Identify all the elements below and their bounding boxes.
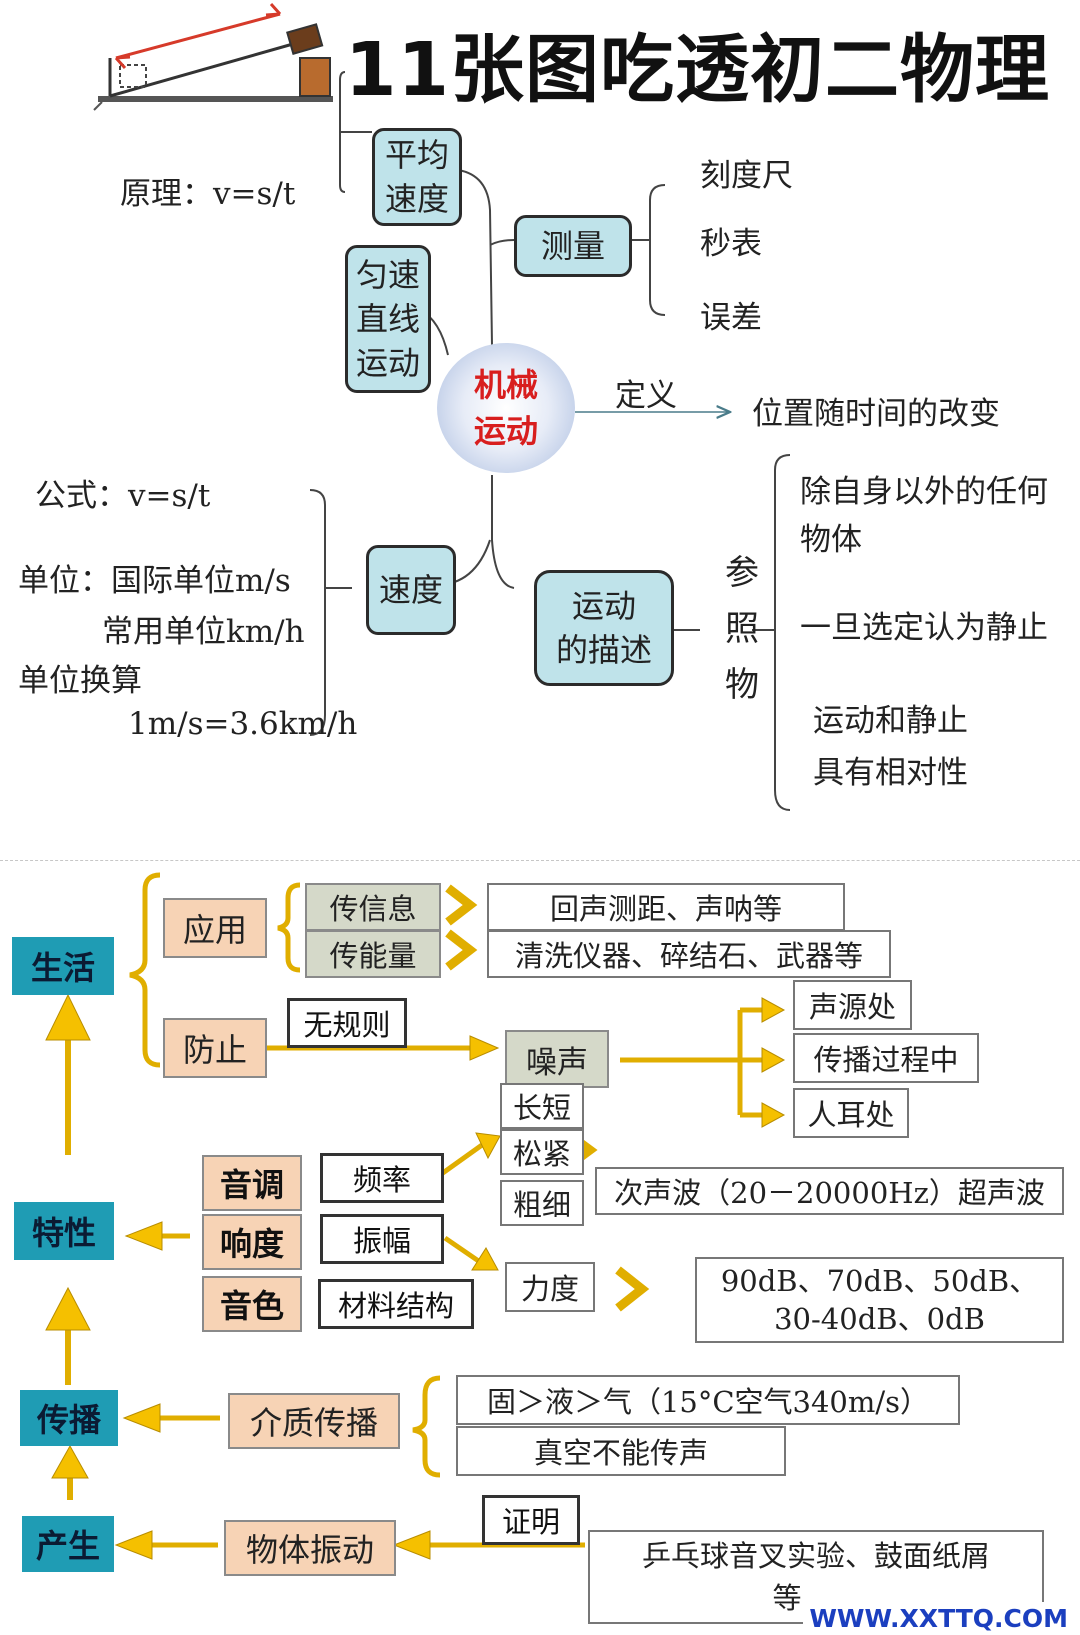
unit-common: 常用单位km/h (102, 614, 305, 650)
reference-item1-line1: 除自身以外的任何 (800, 474, 1048, 510)
info-examples-box: 回声测距、声呐等 (487, 883, 845, 931)
decibel-levels-box: 90dB、70dB、50dB、 30-40dB、0dB (695, 1257, 1064, 1343)
string-thickness-box: 粗细 (500, 1180, 584, 1226)
speed-formula: 公式：v=s/t (35, 478, 211, 514)
noise-control-ear: 人耳处 (793, 1088, 909, 1138)
pitch-box: 音调 (202, 1155, 302, 1211)
timbre-box: 音色 (202, 1276, 302, 1332)
experiments-line1: 乒乓球音叉实验、鼓面纸屑 (641, 1539, 990, 1573)
measure-node: 测量 (514, 215, 632, 277)
header-propagation: 传播 (20, 1390, 118, 1446)
frequency-label: 频率 (320, 1153, 444, 1203)
header-characteristics: 特性 (14, 1202, 114, 1260)
motion-description-node: 运动的描述 (534, 570, 674, 686)
site-watermark: WWW.XXTTQ.COM (803, 1602, 1074, 1635)
noise-box: 噪声 (505, 1030, 609, 1088)
proof-label: 证明 (482, 1495, 580, 1545)
section-divider (0, 860, 1080, 861)
uniform-motion-node: 匀速 直线 运动 (345, 245, 431, 393)
noise-control-path: 传播过程中 (793, 1033, 979, 1083)
unit-conversion-value: 1m/s=3.6km/h (128, 706, 358, 742)
measure-label: 测量 (540, 227, 605, 265)
header-production: 产生 (22, 1516, 114, 1572)
transmit-energy-box: 传能量 (305, 930, 441, 978)
energy-examples-box: 清洗仪器、碎结石、武器等 (487, 930, 891, 978)
reference-char3: 物 (725, 665, 759, 705)
speed-node: 速度 (366, 545, 456, 635)
central-topic: 机械运动 (437, 343, 575, 473)
uniform-motion-line3: 运动 (355, 344, 420, 382)
reference-object-label: 参 照 物 (722, 545, 762, 713)
avg-speed-node: 平均速度 (372, 128, 462, 226)
decibel-line1: 90dB、70dB、50dB、 (720, 1264, 1039, 1298)
measure-item-ruler: 刻度尺 (700, 158, 793, 194)
central-topic-line2: 运动 (473, 412, 538, 450)
uniform-motion-line1: 匀速 (355, 256, 420, 294)
reference-char1: 参 (725, 553, 759, 593)
reference-item1-line2: 物体 (800, 522, 862, 558)
motion-description-line2: 的描述 (555, 631, 652, 669)
reference-item-static: 一旦选定认为静止 (800, 610, 1048, 646)
string-length-box: 长短 (500, 1083, 584, 1129)
material-structure-label: 材料结构 (318, 1279, 474, 1329)
speed-order-box: 固＞液＞气（15°C空气340m/s） (456, 1375, 960, 1425)
reference-char2: 照 (725, 609, 759, 649)
application-box: 应用 (163, 898, 267, 958)
header-life: 生活 (12, 937, 114, 995)
sound-diagram-arrows (45, 872, 786, 1560)
irregular-label: 无规则 (287, 998, 407, 1048)
vacuum-box: 真空不能传声 (456, 1426, 786, 1476)
unit-international: 单位：国际单位m/s (18, 563, 291, 599)
speed-label: 速度 (378, 571, 443, 609)
avg-speed-line1: 平均 (384, 136, 449, 174)
page-title: 11张图吃透初二物理 (345, 27, 1050, 113)
object-vibration-box: 物体振动 (224, 1520, 396, 1576)
incline-illustration (93, 2, 333, 111)
measure-item-error: 误差 (700, 300, 762, 336)
motion-description-line1: 运动 (571, 587, 636, 625)
reference-item-any-object: 除自身以外的任何 物体 (800, 468, 1048, 564)
definition-label: 定义 (615, 378, 677, 414)
definition-text: 位置随时间的改变 (752, 396, 1000, 432)
avg-speed-line2: 速度 (384, 180, 449, 218)
reference-item3-line2: 具有相对性 (813, 755, 968, 791)
reference-item3-line1: 运动和静止 (813, 703, 968, 739)
noise-control-source: 声源处 (793, 980, 912, 1030)
central-topic-line1: 机械 (473, 366, 538, 404)
amplitude-label: 振幅 (320, 1214, 444, 1264)
principle-text: 原理：v=s/t (120, 176, 296, 212)
medium-propagation-box: 介质传播 (228, 1393, 400, 1449)
force-box: 力度 (505, 1262, 595, 1312)
loudness-box: 响度 (202, 1214, 302, 1270)
string-tightness-box: 松紧 (500, 1129, 584, 1175)
unit-conversion-label: 单位换算 (18, 663, 142, 699)
measure-item-stopwatch: 秒表 (700, 226, 762, 262)
uniform-motion-line2: 直线 (355, 300, 420, 338)
prevention-box: 防止 (163, 1018, 267, 1078)
transmit-info-box: 传信息 (305, 883, 441, 931)
frequency-range-box: 次声波（20－20000Hz）超声波 (595, 1167, 1064, 1215)
reference-item-relativity: 运动和静止 具有相对性 (813, 695, 968, 799)
decibel-line2: 30-40dB、0dB (774, 1302, 985, 1336)
